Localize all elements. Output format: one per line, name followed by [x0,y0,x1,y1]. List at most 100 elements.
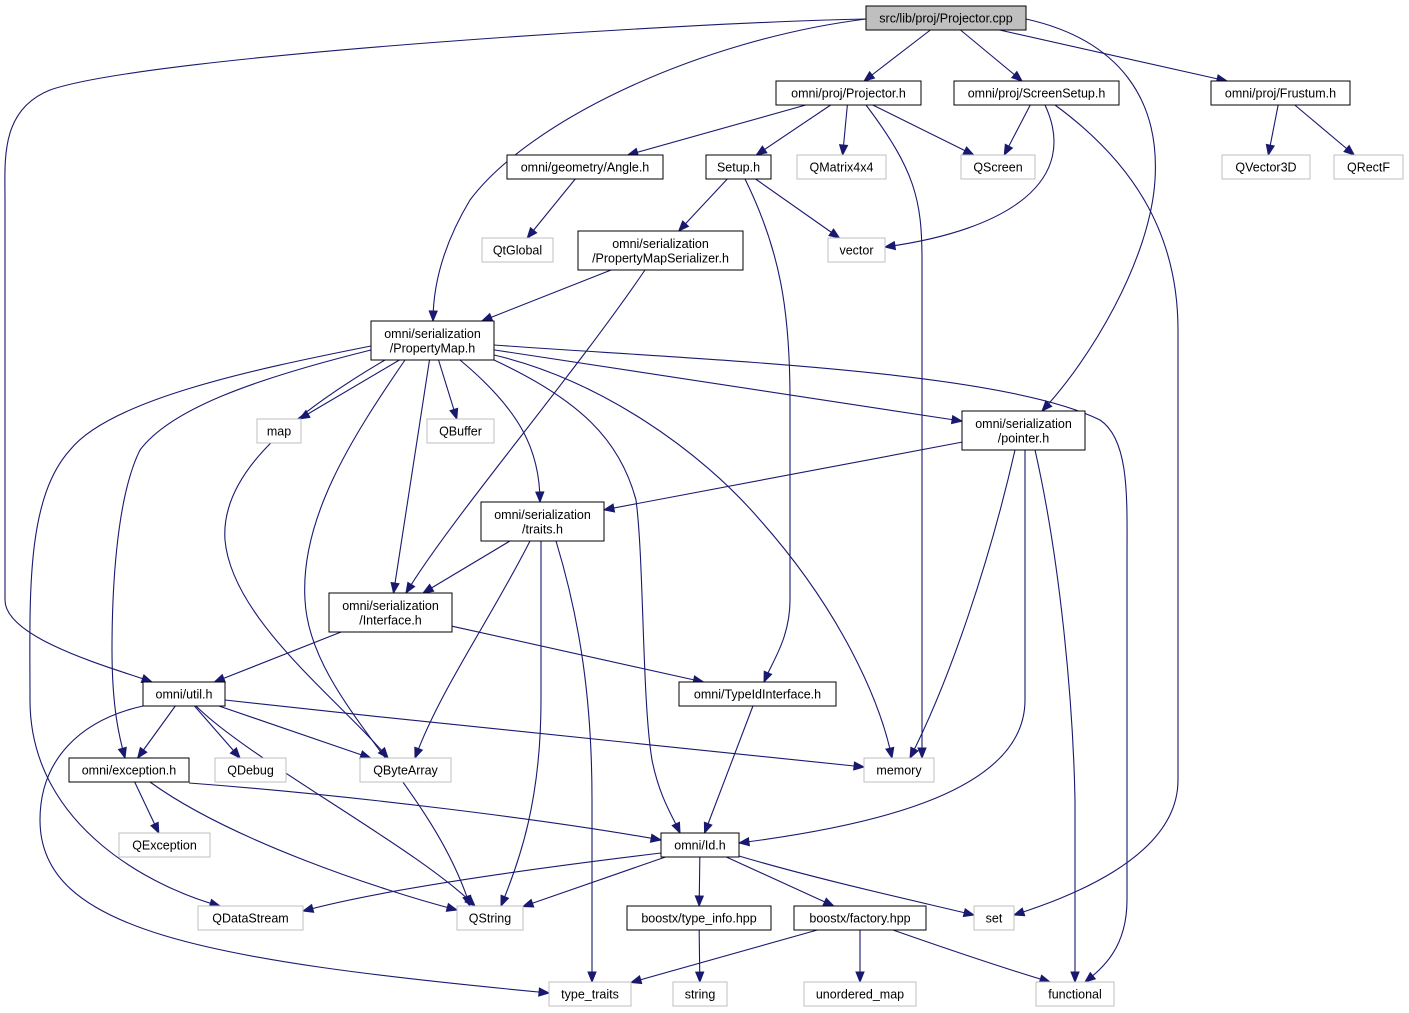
node-box [548,981,632,1007]
node-root[interactable]: src/lib/proj/Projector.cpp [865,5,1027,31]
node-box [142,681,226,707]
edge-typeinfo_hpp-to-string [694,929,705,984]
edge-line [999,29,1228,82]
edge-arrowhead [136,746,148,760]
node-label: /PropertyMapSerializer.h [592,251,729,265]
node-label: omni/proj/ScreenSetup.h [968,87,1106,101]
node-util-h[interactable]: omni/util.h [142,681,226,707]
edge-angle_h-to-qtglobal [526,178,576,240]
edge-arrowhead [755,145,768,156]
node-factory-hpp[interactable]: boostx/factory.hpp [793,905,927,931]
node-label: omni/serialization [975,417,1072,431]
edge-arrowhead [1070,971,1080,984]
edge-arrowhead [1010,70,1024,82]
node-exception-h[interactable]: omni/exception.h [68,757,190,783]
edge-line [188,782,662,841]
node-qstring: QString [456,905,524,931]
edge-line [892,929,1051,983]
node-propertymap-h[interactable]: omni/serialization/PropertyMap.h [370,320,495,361]
node-label: omni/serialization [384,327,481,341]
edge-line [111,349,372,759]
edge-arrowhead [677,220,690,232]
edge-propertymap_h-to-map [298,359,400,420]
edge-pointer_h-to-id_h [737,450,1026,847]
edge-arrowhead [229,746,241,760]
edge-util_h-to-type_traits [39,705,551,997]
edge-propertymap_h-to-qbytearray [224,359,389,760]
edge-line [481,269,612,322]
edge-line [493,359,681,834]
node-label: omni/serialization [612,237,709,251]
edge-util_h-to-exception_h [136,705,176,760]
edge-line [630,929,818,983]
node-label: QMatrix4x4 [810,161,874,175]
node-box [68,757,190,783]
node-frustum-h[interactable]: omni/proj/Frustum.h [1210,80,1351,106]
node-box [626,905,772,931]
edge-util_h-to-qdebug [194,705,241,760]
node-label: boostx/factory.hpp [809,912,910,926]
edge-exception_h-to-qexception [134,781,160,835]
edge-propertymap_h-to-qbuffer [438,359,459,421]
edge-arrowhead [140,674,154,683]
node-id-h[interactable]: omni/Id.h [660,832,740,858]
edge-propertymap_h-to-interface_h [390,359,431,595]
edge-screensetup_h-to-set [1012,104,1179,917]
node-map: map [256,418,302,444]
edge-arrowhead [1012,907,1026,917]
edge-line [459,359,541,503]
edge-line [1025,18,1156,412]
edge-arrowhead [414,746,424,760]
node-pointer-h[interactable]: omni/serialization/pointer.h [961,410,1086,451]
node-string: string [672,981,728,1007]
edge-projector_h-to-angle_h [626,104,806,157]
edge-layer [4,18,1356,997]
edge-arrowhead [587,971,597,984]
node-label: /traits.h [522,522,563,536]
node-functional: functional [1035,981,1115,1007]
edge-arrowhead [703,821,713,835]
node-traits-h[interactable]: omni/serialization/traits.h [480,501,605,542]
node-memory: memory [863,757,935,783]
node-angle-h[interactable]: omni/geometry/Angle.h [506,154,664,180]
node-qrectf: QRectF [1333,154,1404,180]
edge-exception_h-to-id_h [188,782,663,843]
edge-line [738,855,975,916]
edge-screensetup_h-to-qscreen [1003,104,1031,157]
node-label: omni/Id.h [674,839,725,853]
node-pms-h[interactable]: omni/serialization/PropertyMapSerializer… [577,230,744,271]
edge-arrowhead [449,407,459,421]
edge-line [909,449,1016,759]
node-label: memory [876,764,922,778]
node-label: QString [469,912,511,926]
node-box [953,80,1120,106]
node-box [1221,154,1311,180]
edge-propertymap_h-to-exception_h [111,349,372,760]
edge-line [755,178,840,239]
edge-line [149,781,458,911]
edge-arrowhead [500,894,510,908]
edge-arrowhead [962,907,976,918]
edge-setup_h-to-pms_h [677,178,728,232]
edge-line [526,178,576,239]
edge-arrowhead [838,144,849,157]
edge-factory_hpp-to-functional [892,929,1052,984]
edge-arrowhead [950,414,964,425]
node-label: string [685,988,716,1002]
node-typeid-h[interactable]: omni/TypeIdInterface.h [678,681,837,707]
node-typeinfo-hpp[interactable]: boostx/type_info.hpp [626,905,772,931]
node-interface-h[interactable]: omni/serialization/Interface.h [328,592,453,633]
node-setup-h[interactable]: Setup.h [705,154,772,180]
edge-id_h-to-qstring [521,856,666,908]
node-screensetup-h[interactable]: omni/proj/ScreenSetup.h [953,80,1120,106]
node-box [796,154,887,180]
node-projector-h[interactable]: omni/proj/Projector.h [775,80,922,106]
node-box [577,230,744,271]
edge-pms_h-to-interface_h [405,269,646,595]
node-label: omni/TypeIdInterface.h [694,688,821,702]
node-label: functional [1048,988,1102,1002]
edge-arrowhead [464,895,476,907]
edge-line [872,104,975,156]
edge-line [4,18,867,683]
edge-arrowhead [480,312,494,322]
